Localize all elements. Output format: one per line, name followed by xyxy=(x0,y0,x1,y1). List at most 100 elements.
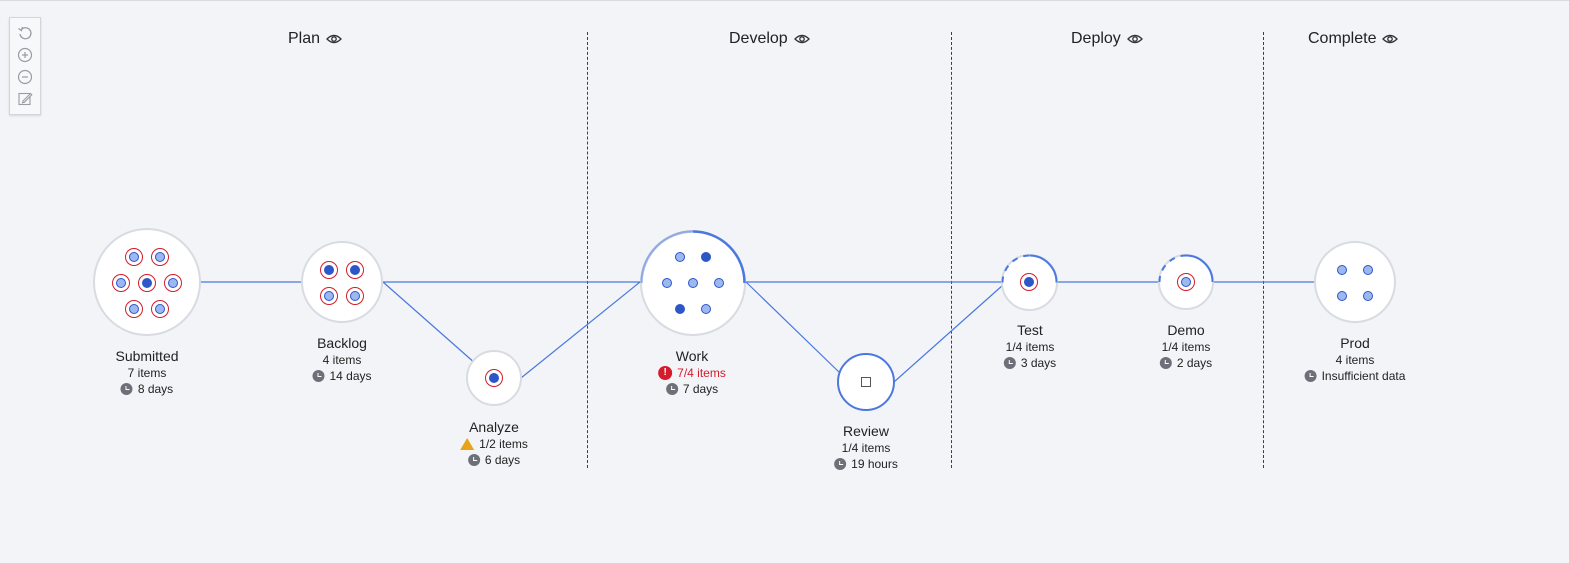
item-ring xyxy=(485,369,503,387)
item-dot[interactable] xyxy=(350,291,360,301)
item-ring xyxy=(151,248,169,266)
node-items: 7 items xyxy=(127,366,167,380)
item-ring xyxy=(1177,273,1195,291)
clock-icon xyxy=(1003,357,1016,369)
eye-icon[interactable] xyxy=(326,33,342,45)
item-ring xyxy=(346,287,364,305)
item-ring xyxy=(320,261,338,279)
stage-label-develop: Develop xyxy=(729,30,788,47)
zoom-in-icon[interactable] xyxy=(17,47,33,63)
item-dot[interactable] xyxy=(350,265,360,275)
item-dot[interactable] xyxy=(324,291,334,301)
edit-icon[interactable] xyxy=(17,91,33,107)
link-analyze-work xyxy=(520,281,641,379)
node-time: Insufficient data xyxy=(1321,369,1406,383)
item-dot[interactable] xyxy=(701,252,711,262)
item-dot[interactable] xyxy=(1363,291,1373,301)
node-time: 2 days xyxy=(1176,356,1213,370)
stage-header-develop: Develop xyxy=(729,30,810,48)
empty-slot-icon xyxy=(861,377,871,387)
node-label-demo: Demo 1/4 items 2 days xyxy=(1159,322,1213,371)
node-time: 8 days xyxy=(137,382,174,396)
item-dot[interactable] xyxy=(129,252,139,262)
node-items: 1/4 items xyxy=(1161,340,1211,354)
eye-icon[interactable] xyxy=(1382,33,1399,45)
node-submitted[interactable] xyxy=(93,228,201,336)
node-work[interactable] xyxy=(640,230,746,336)
item-dot[interactable] xyxy=(714,278,724,288)
error-icon: ! xyxy=(658,366,673,380)
item-ring xyxy=(164,274,182,292)
item-dot[interactable] xyxy=(116,278,126,288)
item-dot[interactable] xyxy=(675,252,685,262)
zoom-out-icon[interactable] xyxy=(17,69,33,85)
item-ring xyxy=(346,261,364,279)
item-dot[interactable] xyxy=(701,304,711,314)
node-demo[interactable] xyxy=(1158,254,1214,310)
eye-icon[interactable] xyxy=(1126,33,1143,45)
item-dot[interactable] xyxy=(1337,265,1347,275)
node-prod[interactable] xyxy=(1314,241,1396,323)
item-dot[interactable] xyxy=(155,252,165,262)
link-work-review xyxy=(745,281,842,375)
node-items: 7/4 items xyxy=(677,366,726,380)
reset-icon[interactable] xyxy=(17,25,33,41)
node-label-submitted: Submitted 7 items 8 days xyxy=(115,348,178,397)
node-name: Demo xyxy=(1167,322,1205,338)
item-dot[interactable] xyxy=(324,265,334,275)
stage-label-complete: Complete xyxy=(1308,30,1377,47)
node-time: 14 days xyxy=(329,369,372,383)
stage-header-complete: Complete xyxy=(1308,30,1399,48)
item-dot[interactable] xyxy=(129,304,139,314)
stage-label-plan: Plan xyxy=(288,30,321,47)
item-dot[interactable] xyxy=(675,304,685,314)
clock-icon xyxy=(1304,370,1317,382)
item-dot[interactable] xyxy=(155,304,165,314)
item-dot[interactable] xyxy=(688,278,698,288)
capacity-arc xyxy=(1001,254,1058,283)
item-dot[interactable] xyxy=(142,278,152,288)
node-items: 1/4 items xyxy=(841,441,891,455)
item-ring xyxy=(138,274,156,292)
node-label-work: Work !7/4 items 7 days xyxy=(658,348,726,397)
clock-icon xyxy=(312,370,325,382)
node-time: 7 days xyxy=(682,382,719,396)
item-ring xyxy=(112,274,130,292)
node-items: 4 items xyxy=(322,353,362,367)
item-dot[interactable] xyxy=(1024,277,1034,287)
node-items: 1/4 items xyxy=(1005,340,1055,354)
capacity-arc xyxy=(1158,254,1214,283)
node-test[interactable] xyxy=(1001,254,1058,311)
node-backlog[interactable] xyxy=(301,241,383,323)
clock-icon xyxy=(834,458,847,470)
node-time: 3 days xyxy=(1020,356,1057,370)
top-border xyxy=(0,0,1569,1)
item-dot[interactable] xyxy=(168,278,178,288)
item-dot[interactable] xyxy=(1337,291,1347,301)
item-ring xyxy=(125,248,143,266)
node-review[interactable] xyxy=(837,353,895,411)
eye-icon[interactable] xyxy=(793,33,810,45)
stage-header-deploy: Deploy xyxy=(1071,30,1143,48)
node-items: 4 items xyxy=(1335,353,1375,367)
node-label-prod: Prod 4 items Insufficient data xyxy=(1304,335,1406,384)
item-dot[interactable] xyxy=(489,373,499,383)
node-name: Prod xyxy=(1340,335,1370,351)
stage-label-deploy: Deploy xyxy=(1071,30,1121,47)
node-time: 6 days xyxy=(484,453,521,467)
capacity-arc xyxy=(640,230,746,284)
stage-header-plan: Plan xyxy=(288,30,342,48)
item-ring xyxy=(320,287,338,305)
node-label-backlog: Backlog 4 items 14 days xyxy=(312,335,372,384)
node-name: Review xyxy=(843,423,889,439)
item-dot[interactable] xyxy=(1181,277,1191,287)
node-analyze[interactable] xyxy=(466,350,522,406)
item-ring xyxy=(125,300,143,318)
node-name: Analyze xyxy=(469,419,519,435)
item-dot[interactable] xyxy=(1363,265,1373,275)
link-backlog-analyze xyxy=(382,281,477,365)
map-toolbar xyxy=(9,17,41,115)
node-name: Test xyxy=(1017,322,1043,338)
item-dot[interactable] xyxy=(662,278,672,288)
